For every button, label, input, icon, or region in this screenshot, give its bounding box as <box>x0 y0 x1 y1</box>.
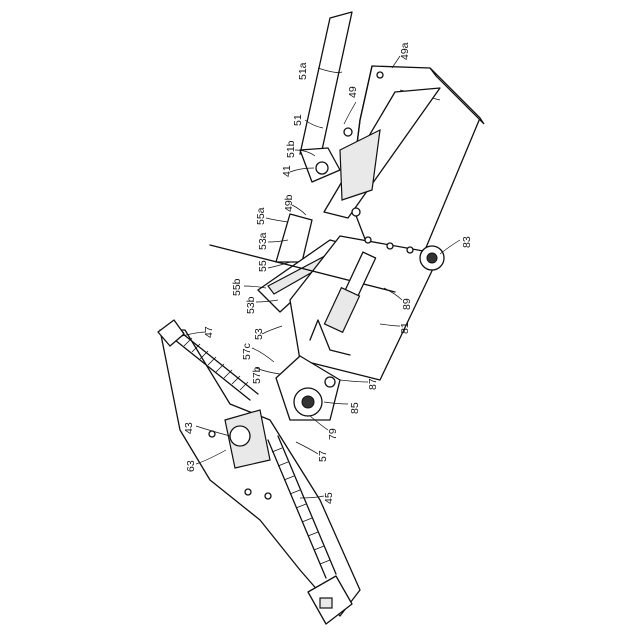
ref-53b: 53b <box>245 296 257 314</box>
ref-51a: 51a <box>297 62 309 80</box>
ref-47: 47 <box>203 326 215 338</box>
ref-55a: 55a <box>255 207 267 225</box>
ref-53: 53 <box>253 328 265 340</box>
ref-83: 83 <box>461 236 473 248</box>
ref-55: 55 <box>257 260 269 272</box>
ref-49b: 49b <box>283 194 295 212</box>
ref-87: 87 <box>367 378 379 390</box>
ref-57c: 57c <box>241 343 253 360</box>
ref-55b: 55b <box>231 278 243 296</box>
ref-89: 89 <box>401 298 413 310</box>
ref-57: 57 <box>317 450 329 462</box>
ref-43: 43 <box>183 422 195 434</box>
ref-51: 51 <box>292 114 304 126</box>
ref-63: 63 <box>185 460 197 472</box>
ref-57b: 57b <box>251 366 263 384</box>
ref-49a: 49a <box>399 42 411 60</box>
ref-49: 49 <box>347 86 359 98</box>
ref-45: 45 <box>323 492 335 504</box>
ref-81: 81 <box>399 322 411 334</box>
ref-85: 85 <box>349 402 361 414</box>
ref-51b: 51b <box>285 140 297 158</box>
ref-53a: 53a <box>257 232 269 250</box>
ref-41: 41 <box>281 165 293 177</box>
ref-79: 79 <box>327 428 339 440</box>
